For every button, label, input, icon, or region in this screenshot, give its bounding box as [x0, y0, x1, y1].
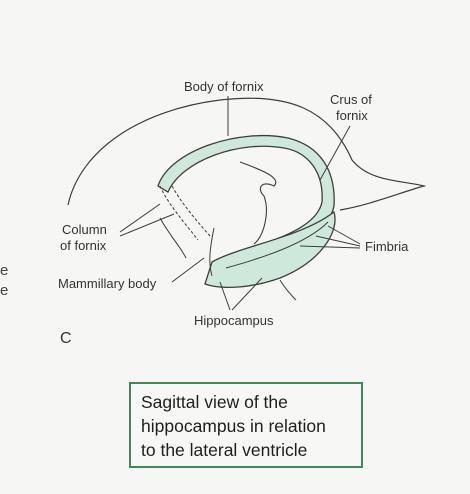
label-fimbria: Fimbria [365, 239, 409, 254]
edge-text-fragment-2: e [0, 282, 9, 299]
inferior-contour [159, 217, 297, 301]
pointer-mammillary-body [171, 257, 205, 283]
caption-line-3: to the lateral ventricle [141, 440, 308, 460]
label-mammillary-body: Mammillary body [58, 276, 157, 291]
pointer-hippocampus [219, 277, 263, 311]
column-of-fornix [159, 185, 211, 241]
label-crus-of-fornix-line1: Crus of [330, 92, 372, 107]
hippocampus-body [204, 210, 336, 288]
label-crus-of-fornix-line2: fornix [336, 108, 368, 123]
label-column-of-fornix-line2: of fornix [60, 238, 107, 253]
caption-line-1: Sagittal view of the [141, 392, 288, 412]
label-column-of-fornix-line1: Column [62, 222, 107, 237]
edge-text-fragment-1: e [0, 262, 9, 279]
panel-letter: C [60, 330, 72, 347]
pointer-column-of-fornix [119, 203, 175, 237]
pointer-crus-of-fornix [319, 125, 351, 181]
lateral-ventricle-outline [67, 97, 427, 211]
fimbria-strip [225, 221, 329, 269]
pointer-fimbria [299, 225, 361, 249]
inner-contour [239, 161, 277, 245]
label-body-of-fornix: Body of fornix [184, 79, 264, 94]
label-hippocampus: Hippocampus [194, 313, 274, 328]
caption-box: Sagittal view of the hippocampus in rela… [129, 382, 363, 468]
caption-line-2: hippocampus in relation [141, 416, 326, 436]
